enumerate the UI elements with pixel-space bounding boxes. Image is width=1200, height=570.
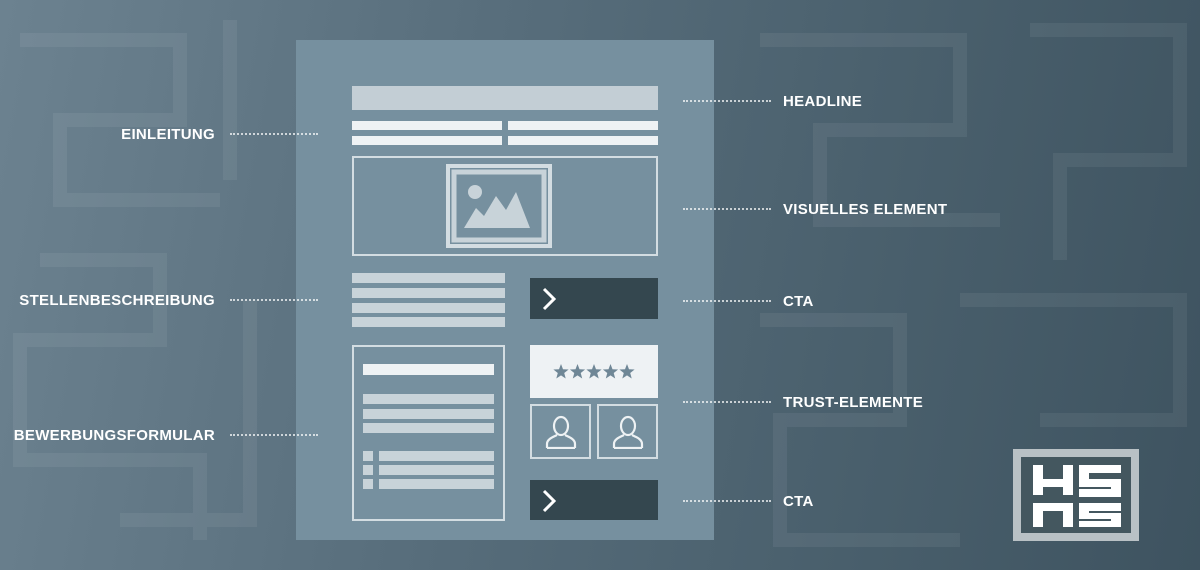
intro-line	[352, 136, 502, 145]
leader-line	[683, 401, 771, 403]
label-bewerbungsformular: BEWERBUNGSFORMULAR	[13, 427, 215, 444]
leader-line	[683, 500, 771, 502]
visual-element-frame	[352, 156, 658, 256]
intro-line	[352, 121, 502, 130]
application-form-frame	[352, 345, 505, 521]
label-visuelles-element: VISUELLES ELEMENT	[783, 201, 948, 218]
person-icon	[545, 415, 577, 449]
image-placeholder-icon	[446, 164, 552, 248]
job-description-line	[352, 303, 505, 313]
label-trust-elemente: TRUST-ELEMENTE	[783, 394, 924, 411]
form-line	[363, 394, 494, 404]
star-rating	[553, 364, 635, 379]
form-checkbox	[363, 451, 373, 461]
form-option-line	[379, 465, 494, 475]
testimonial-card	[597, 404, 658, 459]
leader-line	[230, 434, 318, 436]
intro-line	[508, 121, 658, 130]
leader-line	[683, 208, 771, 210]
headline-placeholder	[352, 86, 658, 110]
star-icon	[586, 364, 602, 379]
label-cta-secondary: CTA	[783, 493, 814, 510]
job-description-line	[352, 288, 505, 298]
form-title-line	[363, 364, 494, 375]
label-cta-primary: CTA	[783, 293, 814, 310]
star-icon	[619, 364, 635, 379]
job-description-line	[352, 317, 505, 327]
cta-button-primary[interactable]	[530, 278, 658, 319]
chevron-right-icon	[542, 287, 556, 311]
label-headline: HEADLINE	[783, 93, 863, 110]
leader-line	[683, 300, 771, 302]
intro-line	[508, 136, 658, 145]
chevron-right-icon	[542, 489, 556, 513]
star-icon	[569, 364, 586, 379]
star-rating-box	[530, 345, 658, 398]
leader-line	[683, 100, 771, 102]
form-checkbox	[363, 465, 373, 475]
form-option-line	[379, 451, 494, 461]
cta-button-secondary[interactable]	[530, 480, 658, 520]
label-stellenbeschreibung: STELLENBESCHREIBUNG	[19, 292, 215, 309]
star-icon	[602, 364, 619, 379]
label-einleitung: EINLEITUNG	[121, 126, 215, 143]
person-icon	[612, 415, 644, 449]
form-line	[363, 409, 494, 419]
star-icon	[553, 364, 569, 379]
leader-line	[230, 133, 318, 135]
job-description-line	[352, 273, 505, 283]
leader-line	[230, 299, 318, 301]
hs-logo	[1013, 449, 1139, 541]
testimonial-card	[530, 404, 591, 459]
form-option-line	[379, 479, 494, 489]
form-checkbox	[363, 479, 373, 489]
form-line	[363, 423, 494, 433]
